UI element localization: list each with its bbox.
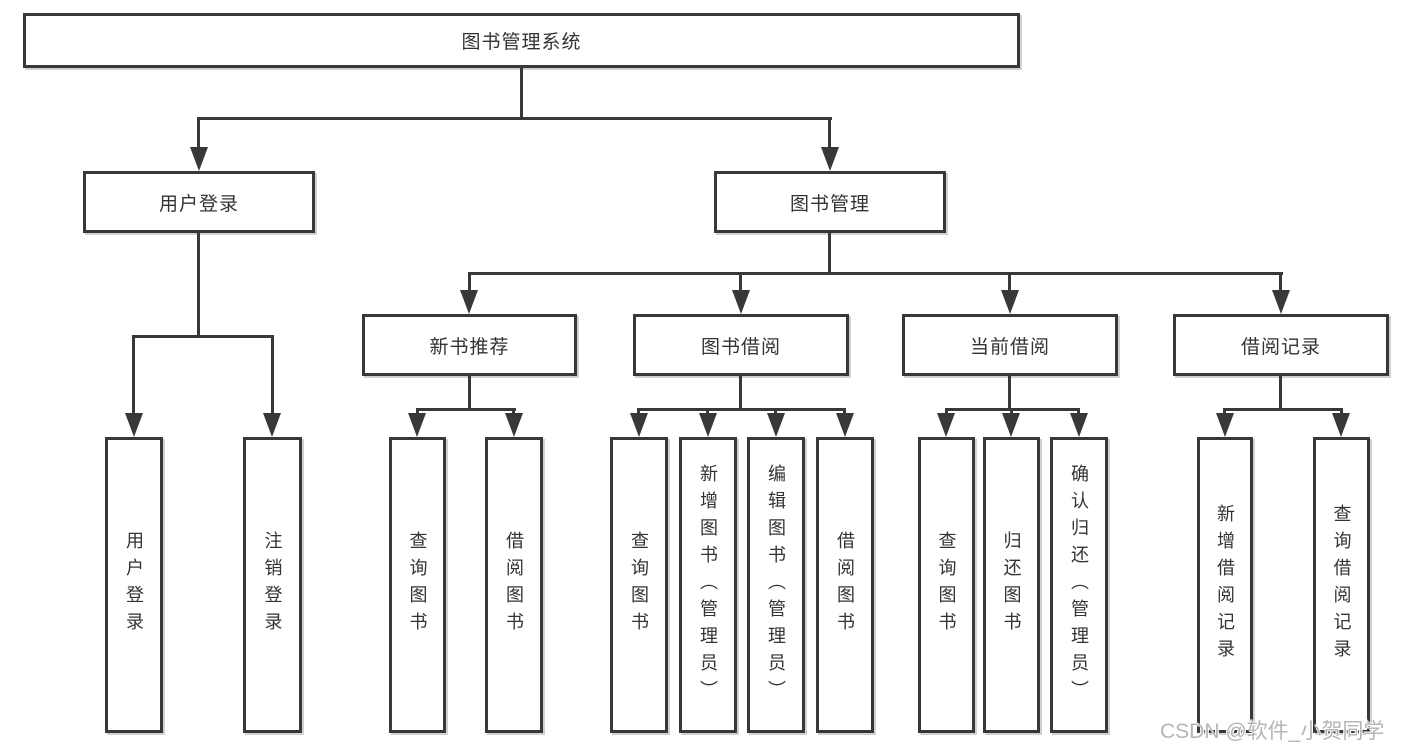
arrowhead-down-icon <box>732 290 750 314</box>
leaf-query-book-borrow-label: 查询图书 <box>629 531 649 639</box>
leaf-user-login-label: 用户登录 <box>124 531 144 639</box>
leaf-query-book-recommend: 查询图书 <box>389 437 446 733</box>
connector-stem <box>828 117 831 150</box>
connector-root-stem <box>520 68 523 119</box>
leaf-borrow-book-label: 借阅图书 <box>835 531 855 639</box>
arrowhead-down-icon <box>1332 413 1350 437</box>
connector-stem <box>271 335 274 417</box>
arrowhead-down-icon <box>1001 290 1019 314</box>
leaf-borrow-book-recommend-label: 借阅图书 <box>504 531 524 639</box>
node-book-borrow: 图书借阅 <box>633 314 849 376</box>
connector-hline <box>416 408 516 411</box>
connector-stem <box>739 376 742 410</box>
leaf-query-borrow-record: 查询借阅记录 <box>1313 437 1370 733</box>
leaf-query-book-current-label: 查询图书 <box>936 531 957 639</box>
connector-hline <box>1223 408 1342 411</box>
arrowhead-down-icon <box>1272 290 1290 314</box>
arrowhead-down-icon <box>460 290 478 314</box>
node-current-borrow: 当前借阅 <box>902 314 1118 376</box>
connector-stem <box>132 335 135 417</box>
node-root-label: 图书管理系统 <box>461 32 582 53</box>
leaf-add-borrow-record: 新增借阅记录 <box>1197 437 1253 733</box>
arrowhead-down-icon <box>630 413 648 437</box>
leaf-query-book-recommend-label: 查询图书 <box>407 531 428 639</box>
connector-stem <box>1279 272 1282 295</box>
leaf-confirm-return-admin-label: 确认归还（管理员） <box>1069 463 1089 707</box>
arrowhead-down-icon <box>699 413 717 437</box>
leaf-add-book-admin-label: 新增图书（管理员） <box>698 463 718 707</box>
leaf-user-login: 用户登录 <box>105 437 163 733</box>
arrowhead-down-icon <box>937 413 955 437</box>
node-book-management: 图书管理 <box>714 171 946 233</box>
csdn-watermark: CSDN @软件_小贺同学 <box>1160 720 1385 743</box>
connector-stem <box>197 233 200 337</box>
leaf-return-book: 归还图书 <box>983 437 1040 733</box>
arrowhead-down-icon <box>1216 413 1234 437</box>
arrowhead-down-icon <box>263 413 281 437</box>
leaf-query-book-current: 查询图书 <box>918 437 975 733</box>
leaf-query-borrow-record-label: 查询借阅记录 <box>1331 504 1352 666</box>
arrowhead-down-icon <box>505 413 523 437</box>
node-current-borrow-label: 当前借阅 <box>969 336 1050 358</box>
connector-stem <box>1279 376 1282 410</box>
leaf-return-book-label: 归还图书 <box>1001 531 1022 639</box>
connector-level2-hline <box>468 272 1283 275</box>
leaf-borrow-book-recommend: 借阅图书 <box>485 437 543 733</box>
node-book-management-label: 图书管理 <box>789 193 870 215</box>
connector-stem <box>1008 376 1011 410</box>
arrowhead-down-icon <box>821 147 839 171</box>
connector-stem <box>828 233 831 274</box>
node-borrow-records: 借阅记录 <box>1173 314 1389 376</box>
leaf-borrow-book: 借阅图书 <box>816 437 874 733</box>
node-book-borrow-label: 图书借阅 <box>700 336 781 358</box>
connector-stem <box>197 117 200 150</box>
node-user-login: 用户登录 <box>83 171 315 233</box>
node-root: 图书管理系统 <box>23 13 1020 68</box>
arrowhead-down-icon <box>408 413 426 437</box>
connector-hline <box>637 408 845 411</box>
connector-level1-hline <box>197 117 832 120</box>
connector-stem <box>468 272 471 295</box>
connector-hline <box>132 335 273 338</box>
leaf-edit-book-admin: 编辑图书（管理员） <box>747 437 805 733</box>
leaf-edit-book-admin-label: 编辑图书（管理员） <box>766 463 786 707</box>
connector-stem <box>1008 272 1011 295</box>
connector-stem <box>739 272 742 295</box>
node-new-book-recommend-label: 新书推荐 <box>429 336 510 358</box>
arrowhead-down-icon <box>1070 413 1088 437</box>
arrowhead-down-icon <box>190 147 208 171</box>
node-user-login-label: 用户登录 <box>158 193 239 215</box>
connector-stem <box>468 376 471 410</box>
node-borrow-records-label: 借阅记录 <box>1240 336 1321 358</box>
leaf-add-borrow-record-label: 新增借阅记录 <box>1215 504 1235 666</box>
leaf-logout: 注销登录 <box>243 437 302 733</box>
arrowhead-down-icon <box>125 413 143 437</box>
leaf-query-book-borrow: 查询图书 <box>610 437 668 733</box>
leaf-add-book-admin: 新增图书（管理员） <box>679 437 737 733</box>
arrowhead-down-icon <box>767 413 785 437</box>
leaf-logout-label: 注销登录 <box>262 531 283 639</box>
node-new-book-recommend: 新书推荐 <box>362 314 577 376</box>
arrowhead-down-icon <box>836 413 854 437</box>
arrowhead-down-icon <box>1002 413 1020 437</box>
leaf-confirm-return-admin: 确认归还（管理员） <box>1050 437 1108 733</box>
